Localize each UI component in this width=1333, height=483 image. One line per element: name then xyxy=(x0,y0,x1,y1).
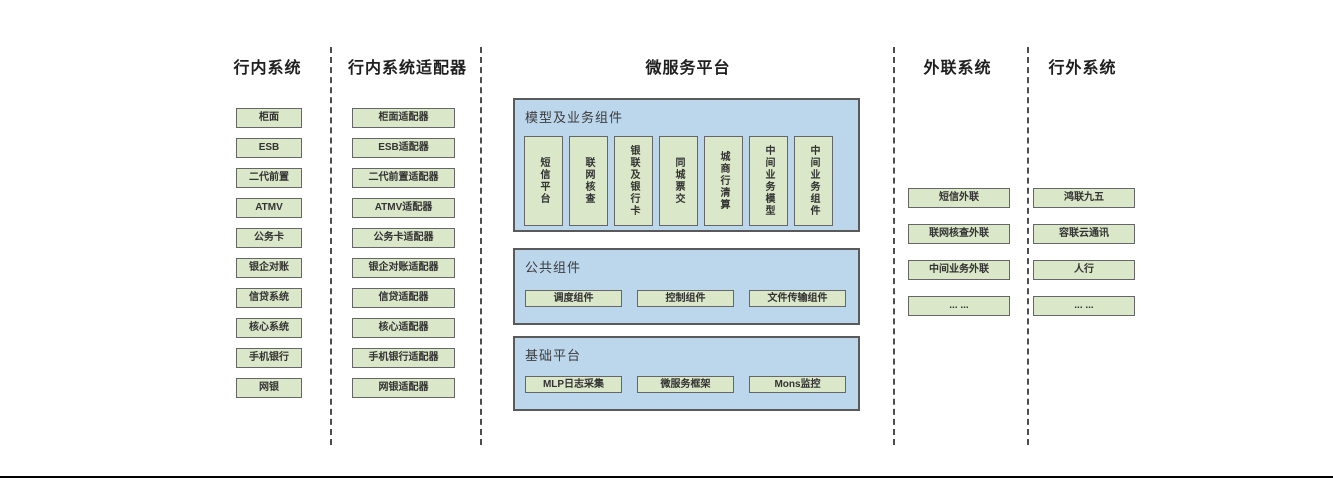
internal-system-box: 银企对账 xyxy=(236,258,302,278)
internal-system-box: ESB xyxy=(236,138,302,158)
panel-title: 基础平台 xyxy=(525,348,582,363)
external-link-box: ... ... xyxy=(908,296,1010,316)
internal-system-box: 手机银行 xyxy=(236,348,302,368)
model-component-box: 联网核查 xyxy=(569,136,608,226)
common-component-box: 调度组件 xyxy=(525,290,622,307)
adapter-box: 信贷适配器 xyxy=(352,288,455,308)
model-component-box: 中间业务组件 xyxy=(794,136,833,226)
model-component-box: 中间业务模型 xyxy=(749,136,788,226)
outside-system-box: 人行 xyxy=(1033,260,1135,280)
panel-common-components: 公共组件 调度组件控制组件文件传输组件 xyxy=(513,248,860,325)
internal-system-box: 公务卡 xyxy=(236,228,302,248)
column-separator xyxy=(480,47,482,445)
model-component-box: 银联及银行卡 xyxy=(614,136,653,226)
internal-system-box: 网银 xyxy=(236,378,302,398)
panel-title: 模型及业务组件 xyxy=(525,110,624,125)
external-link-box: 中间业务外联 xyxy=(908,260,1010,280)
column-header-outside-systems: 行外系统 xyxy=(1048,60,1117,77)
internal-adapters-list: 柜面适配器 ESB适配器二代前置适配器 ATMV适配器公务卡适配器银企对账适配器信贷… xyxy=(352,108,455,408)
adapter-box: 公务卡适配器 xyxy=(352,228,455,248)
adapter-box: 柜面适配器 xyxy=(352,108,455,128)
column-separator xyxy=(893,47,895,445)
base-platform-box: Mons监控 xyxy=(749,376,846,393)
page-bottom-rule xyxy=(0,476,1333,478)
external-link-box: 联网核查外联 xyxy=(908,224,1010,244)
internal-system-box: 信贷系统 xyxy=(236,288,302,308)
outside-system-box: 鸿联九五 xyxy=(1033,188,1135,208)
column-separator xyxy=(330,47,332,445)
internal-systems-list: 柜面 ESB 二代前置 ATMV 公务卡银企对账信贷系统核心系统手机银行网银 xyxy=(236,108,302,408)
panel-model-business-components: 模型及业务组件 短信平台联网核查银联及银行卡同城票交城商行清算中间业务模型中间业… xyxy=(513,98,860,232)
internal-system-box: 二代前置 xyxy=(236,168,302,188)
internal-system-box: 核心系统 xyxy=(236,318,302,338)
common-components-row: 调度组件控制组件文件传输组件 xyxy=(525,290,846,307)
panel-base-platform: 基础平台 MLP日志采集微服务框架 Mons监控 xyxy=(513,336,860,411)
internal-system-box: ATMV xyxy=(236,198,302,218)
model-component-box: 同城票交 xyxy=(659,136,698,226)
adapter-box: ESB适配器 xyxy=(352,138,455,158)
common-component-box: 控制组件 xyxy=(637,290,734,307)
base-platform-row: MLP日志采集微服务框架 Mons监控 xyxy=(525,376,846,393)
column-header-external-link-systems: 外联系统 xyxy=(923,60,992,77)
base-platform-box: 微服务框架 xyxy=(637,376,734,393)
adapter-box: 网银适配器 xyxy=(352,378,455,398)
model-component-box: 短信平台 xyxy=(524,136,563,226)
adapter-box: ATMV适配器 xyxy=(352,198,455,218)
column-header-internal-adapters: 行内系统适配器 xyxy=(347,60,467,77)
external-link-box: 短信外联 xyxy=(908,188,1010,208)
model-components-row: 短信平台联网核查银联及银行卡同城票交城商行清算中间业务模型中间业务组件 xyxy=(524,136,833,226)
adapter-box: 核心适配器 xyxy=(352,318,455,338)
common-component-box: 文件传输组件 xyxy=(749,290,846,307)
external-link-list: 短信外联联网核查外联中间业务外联 ... ... xyxy=(908,188,1010,332)
adapter-box: 手机银行适配器 xyxy=(352,348,455,368)
column-separator xyxy=(1027,47,1029,445)
model-component-box: 城商行清算 xyxy=(704,136,743,226)
outside-system-box: 容联云通讯 xyxy=(1033,224,1135,244)
panel-title: 公共组件 xyxy=(525,260,582,275)
outside-systems-list: 鸿联九五容联云通讯人行 ... ... xyxy=(1033,188,1135,332)
internal-system-box: 柜面 xyxy=(236,108,302,128)
base-platform-box: MLP日志采集 xyxy=(525,376,622,393)
outside-system-box: ... ... xyxy=(1033,296,1135,316)
adapter-box: 银企对账适配器 xyxy=(352,258,455,278)
column-header-internal-systems: 行内系统 xyxy=(233,60,302,77)
adapter-box: 二代前置适配器 xyxy=(352,168,455,188)
column-header-microservice-platform: 微服务平台 xyxy=(645,60,731,77)
